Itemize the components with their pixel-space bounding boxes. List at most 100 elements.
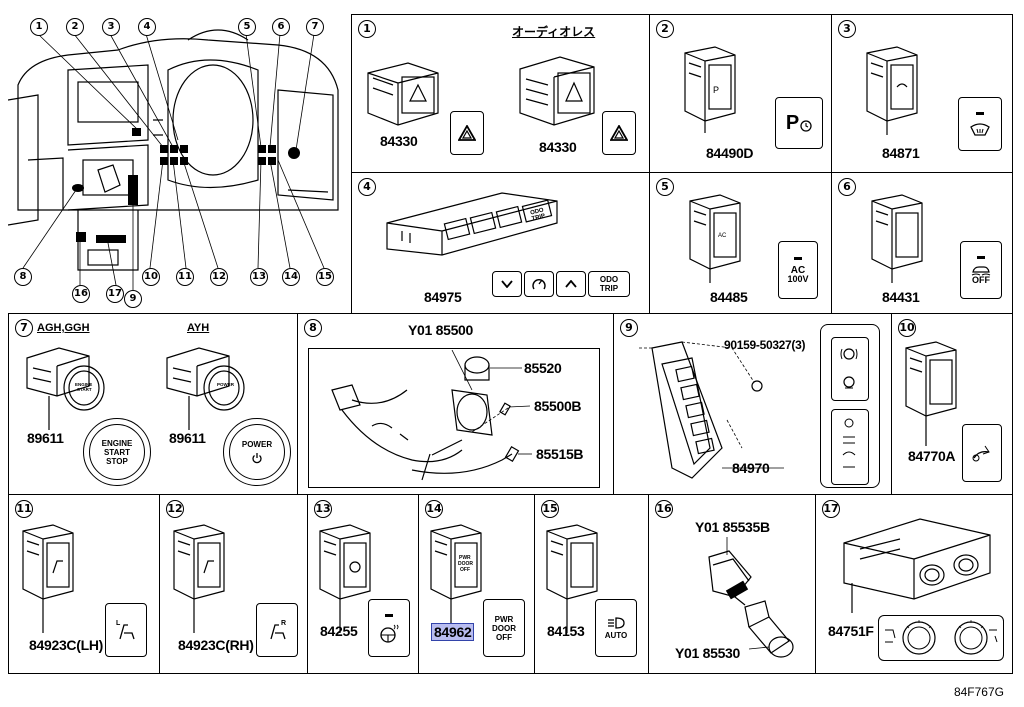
part-number: 84255: [320, 623, 358, 639]
console-switch-drawing: [637, 341, 784, 479]
parking-brake-icon: [840, 348, 858, 360]
panel-13: 13 84255: [307, 494, 419, 674]
part-number: 84923C(RH): [178, 637, 254, 653]
callout-10: 10: [142, 268, 160, 286]
panel-17: 17 84751F: [815, 494, 1013, 674]
callout-3: 3: [102, 18, 120, 36]
tilt-telescopic-icon: [972, 445, 990, 462]
panel-6: 6 84431 OFF: [831, 172, 1013, 314]
parking-icon: P: [785, 111, 800, 134]
panel-number: 4: [358, 178, 376, 196]
callout-13: 13: [250, 268, 268, 286]
svg-text:P: P: [713, 85, 719, 95]
stop-label: STOP: [106, 456, 128, 466]
panel-number: 15: [541, 500, 559, 518]
headlight-auto-icon-box: AUTO: [595, 599, 637, 657]
panel-number: 9: [620, 319, 638, 337]
part-number: 85500B: [534, 398, 582, 414]
seat-heater-icon: R: [270, 620, 286, 640]
vsc-off-switch-drawing: [871, 194, 923, 283]
start-switch-drawing: ENGINE START: [26, 347, 105, 430]
panel-number: 6: [838, 178, 856, 196]
svg-text:R: R: [281, 620, 286, 627]
ac-voltage-label: 100V: [787, 273, 809, 284]
panel-number: 11: [15, 500, 33, 518]
parking-icon-box: P: [775, 97, 823, 149]
panel-8: 8 Y01 85500 85520 85500B 85515B: [297, 313, 614, 495]
svg-text:DOOR: DOOR: [458, 561, 473, 567]
part-number: 89611: [27, 430, 64, 446]
panel-15: 15 84153 AUTO: [534, 494, 649, 674]
part-number: 84490D: [706, 145, 754, 161]
panel-number: 1: [358, 20, 376, 38]
panel-1: 1 オーディオレス 84330 84330: [351, 14, 650, 173]
seat-heater-rh-switch-drawing: [173, 524, 225, 633]
part-number: 84923C(LH): [29, 637, 104, 653]
tilt-switch-drawing: [905, 341, 957, 446]
steering-switch-drawing: ODO TRIP: [386, 192, 558, 256]
console-button-group-1: [831, 337, 869, 401]
panel-number: 7: [15, 319, 33, 337]
hazard-icon: [610, 125, 628, 141]
panel-number: 3: [838, 20, 856, 38]
variant-label-agh: AGH,GGH: [37, 322, 90, 334]
panel-number: 8: [304, 319, 322, 337]
seat-rh-icon-box: R: [256, 603, 298, 657]
indicator-led: [385, 613, 393, 617]
hazard-icon-box-2: [602, 111, 636, 155]
svg-text:AC: AC: [718, 233, 727, 239]
auto-label: AUTO: [604, 630, 628, 640]
ignition-cylinder-drawing: [331, 350, 532, 481]
wiper-icon-box: [958, 97, 1002, 151]
engine-start-button: ENGINE START STOP: [83, 418, 151, 486]
panel-9: 9 90159-50327(3) 84970: [613, 313, 892, 495]
svg-text:OFF: OFF: [460, 567, 470, 573]
hazard-icon-box: [450, 111, 484, 155]
part-number: 84330: [380, 133, 418, 149]
panel-7: 7 AGH,GGH AYH ENGINE START 89611 ENGINE …: [8, 313, 298, 495]
svg-text:PWR: PWR: [459, 555, 471, 561]
vsc-off-icon-box: OFF: [960, 241, 1002, 299]
part-number: 84975: [424, 289, 462, 305]
callout-9: 9: [124, 290, 142, 308]
diagram-code: 84F767G: [953, 685, 1004, 699]
defogger-icon: [970, 122, 990, 136]
power-button: POWER: [223, 418, 291, 486]
assembly-frame: [308, 348, 600, 488]
climate-dials: [885, 620, 998, 655]
svg-text:START: START: [77, 387, 92, 392]
seat-heater-icon: L: [116, 620, 135, 640]
callout-1: 1: [30, 18, 48, 36]
callout-6: 6: [272, 18, 290, 36]
tilt-icon-box: [962, 424, 1002, 482]
part-number: 85515B: [536, 446, 584, 462]
svg-text:ODO: ODO: [530, 207, 545, 216]
hazard-icon: [458, 125, 476, 141]
seat-lh-icon-box: L: [105, 603, 147, 657]
socket-drawing: [708, 537, 794, 658]
power-label: POWER: [241, 440, 273, 449]
panel-number: 14: [425, 500, 443, 518]
clock-icon: [800, 120, 812, 132]
skid-car-icon: [971, 265, 991, 275]
power-door-switch-drawing: PWR DOOR OFF: [430, 524, 482, 633]
wiper-switch-drawing: [866, 46, 918, 135]
indicator-led: [976, 111, 984, 115]
off-label: OFF: [496, 632, 512, 642]
panel-14: 14 PWR DOOR OFF 84962 PWR DOOR OFF: [418, 494, 535, 674]
svg-text:L: L: [116, 620, 121, 627]
steering-heater-icon-box: [368, 599, 410, 657]
callout-16: 16: [72, 285, 90, 303]
callout-2: 2: [66, 18, 84, 36]
engine-start-button-inner: ENGINE START STOP: [89, 424, 145, 480]
panel-4: 4 ODO TRIP 84975 ODO TRIP: [351, 172, 650, 314]
steering-heater-switch-drawing: [319, 524, 371, 633]
part-number: 84485: [710, 289, 748, 305]
hazard-switch-drawing-2: [519, 56, 595, 126]
callout-4: 4: [138, 18, 156, 36]
engine-label: ENGINE: [101, 438, 133, 448]
ac-outlet-icon-box: AC 100V: [778, 241, 818, 299]
indicator-led: [977, 255, 985, 259]
steering-button-row: ODO TRIP: [492, 271, 630, 297]
console-button-group-2: [831, 409, 869, 485]
